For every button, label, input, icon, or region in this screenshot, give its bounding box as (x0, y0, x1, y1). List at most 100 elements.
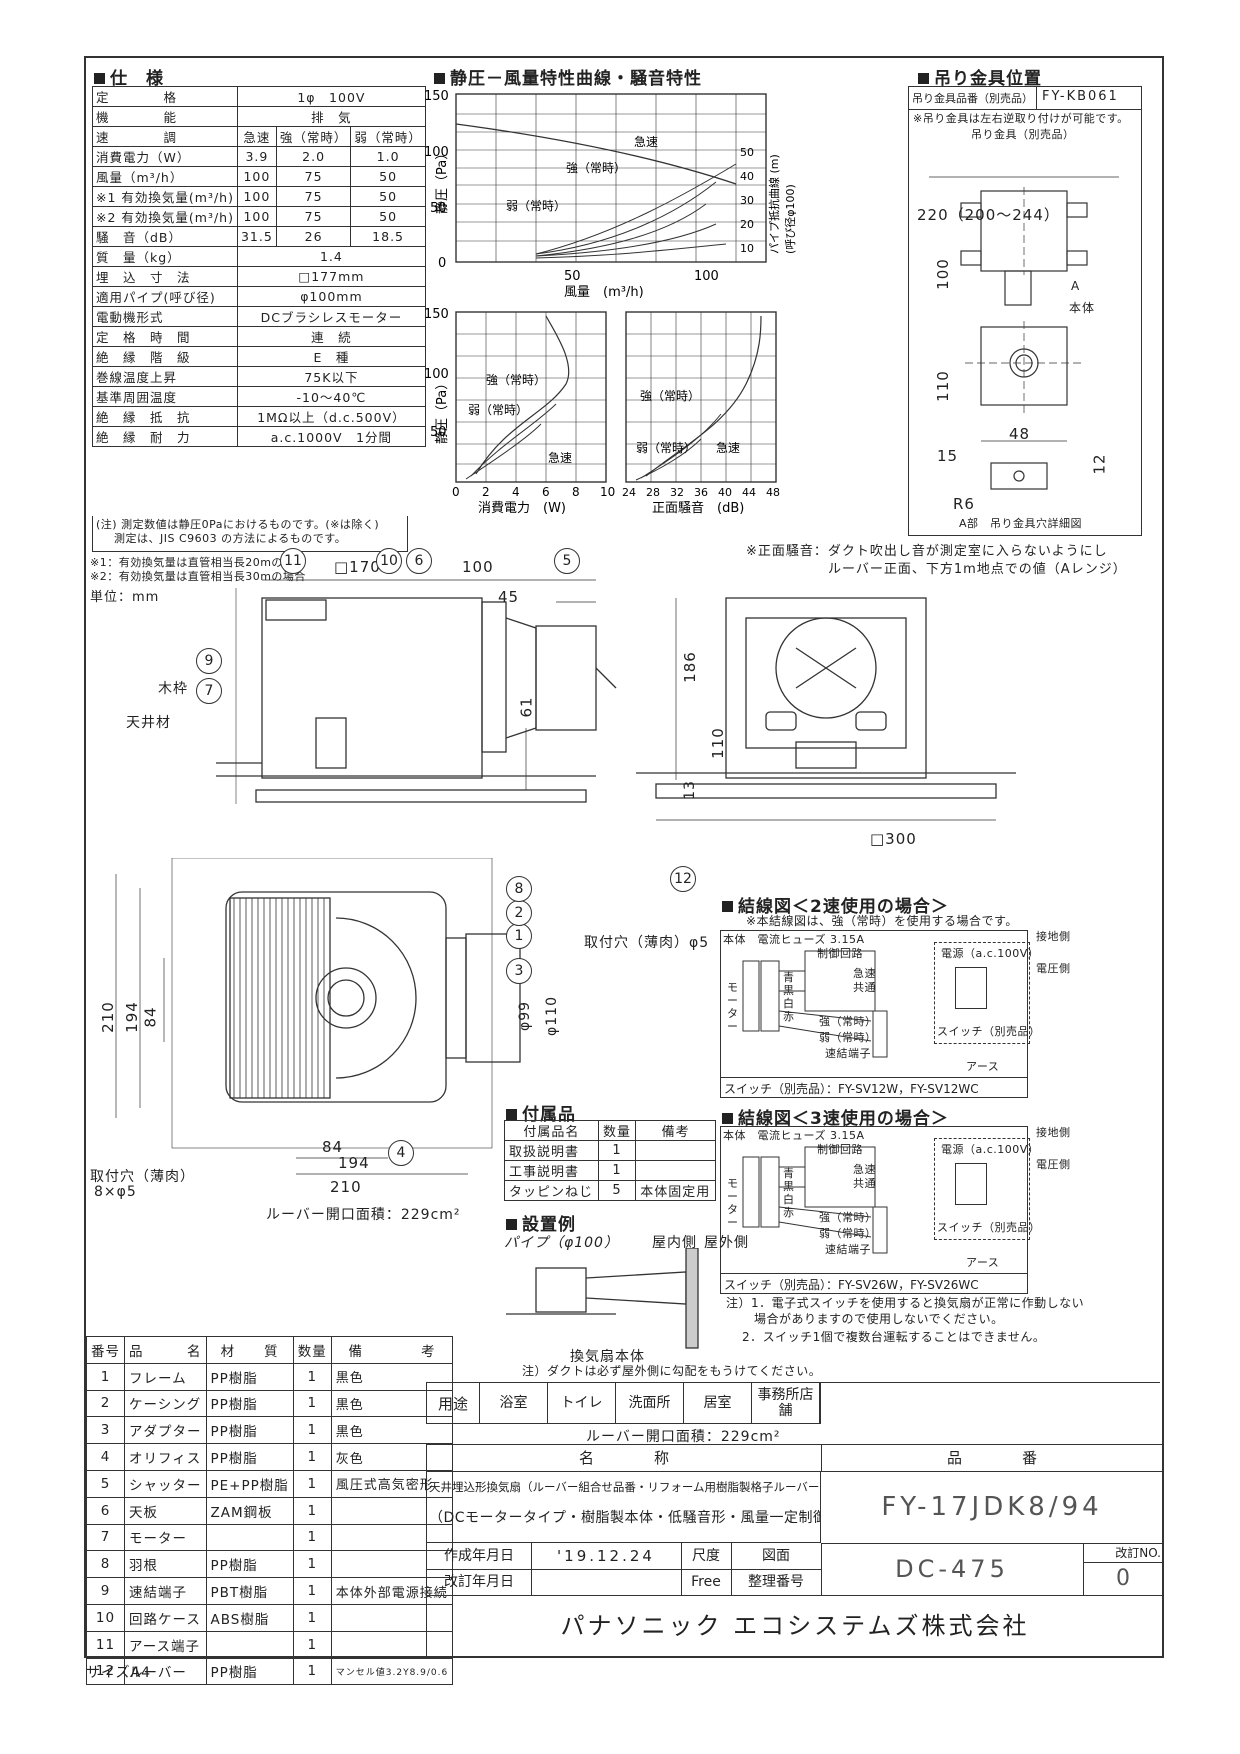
spec-label: 巻線温度上昇 (92, 366, 238, 387)
callout-4: 4 (388, 1140, 414, 1166)
spec-value: □177mm (236, 266, 426, 287)
install-indoor: 屋内側 (652, 1235, 697, 1251)
parts-header: 材 質 (205, 1336, 294, 1364)
parts-header: 数量 (292, 1336, 332, 1364)
parts-cell: 5 (86, 1469, 125, 1498)
w2-switch: スイッチ（別売品） (937, 1025, 1041, 1038)
hanger-note: ※吊り金具は左右逆取り付けが可能です。 (913, 112, 1129, 125)
parts-cell: 12 (86, 1657, 125, 1686)
top-xtick-100: 100 (694, 269, 719, 284)
spec-value: a.c.1000V 1分間 (236, 426, 426, 447)
tb-created-value: '19.12.24 (531, 1543, 682, 1570)
dim-170: □170 (334, 558, 381, 576)
parts-cell: 4 (86, 1443, 125, 1471)
top-ytick-50: 50 (430, 201, 447, 216)
spec-value: 31.5 (236, 226, 277, 247)
w2-switch-icon (955, 967, 987, 1009)
spec-value: 弱（常時） (350, 126, 426, 147)
w2-switch-box: 電源（a.c.100V） スイッチ（別売品） (934, 942, 1040, 1044)
parts-cell: 9 (86, 1577, 125, 1605)
spec-value: 26 (275, 226, 352, 247)
install-title: 設置例 (506, 1210, 576, 1235)
parts-cell: 6 (86, 1496, 125, 1525)
br-xtick-44: 44 (742, 486, 756, 499)
w3-strong: 強（常時） (819, 1211, 877, 1224)
spec-label: ※1 有効換気量(m³/h) (92, 186, 238, 207)
tb-name-cell: 天井埋込形換気扇（ルーバー組合せ品番・リフォーム用樹脂製格子ルーバー（ホワイト）… (427, 1471, 821, 1543)
hanger-model-value: FY-KB061 (1042, 89, 1119, 104)
usage-item: 浴室 (480, 1383, 548, 1423)
spec-value: 18.5 (350, 226, 426, 247)
tb-drawing-label-2: 整理番号 (731, 1569, 822, 1596)
callout-5: 5 (554, 548, 580, 574)
parts-header: 品 名 (124, 1336, 207, 1364)
wiring3-diagram: 本体 電流ヒューズ 3.15A 制御回路 急速 共通 強（常時） 弱（常時） 速… (720, 1126, 1028, 1274)
dim-84-vertical: 84 (141, 1006, 160, 1028)
label-wood-frame: 木枠 (158, 681, 188, 697)
parts-cell: 羽根 (124, 1550, 207, 1579)
w2-motor: モーター (727, 981, 739, 1033)
spec-footnote-1: ※1：有効換気量は直管相当長20mの場合 (90, 556, 306, 569)
install-outdoor: 屋外側 (704, 1235, 749, 1251)
bl-xtick-2: 2 (482, 485, 490, 499)
unit-label: 単位：mm (90, 590, 160, 605)
acc-header: 備考 (635, 1120, 716, 1141)
dim-45: 45 (498, 588, 520, 606)
w2-voltage-side: 電圧側 (1036, 962, 1071, 975)
spec-row: 埋 込 寸 法□177mm (92, 266, 426, 287)
top-rtick-10: 10 (740, 242, 754, 255)
spec-value: -10〜40℃ (236, 386, 426, 407)
br-xlabel: 正面騒音 (dB) (652, 500, 744, 516)
spec-value: 排 気 (236, 106, 426, 127)
tb-revised-value (531, 1569, 682, 1596)
parts-cell: 1 (292, 1550, 332, 1579)
parts-cell: PP樹脂 (205, 1362, 294, 1391)
tb-scale-label: 尺度 (681, 1543, 732, 1570)
parts-cell: 黒色 (330, 1389, 454, 1418)
parts-cell: アース端子 (124, 1630, 207, 1659)
parts-cell: 10 (86, 1603, 125, 1632)
w3-power: 電源（a.c.100V） (941, 1143, 1040, 1156)
spec-value: 3.9 (236, 146, 277, 167)
parts-cell: 灰色 (330, 1443, 454, 1471)
spec-value: 2.0 (275, 146, 352, 167)
parts-cell: PP樹脂 (205, 1657, 294, 1686)
w3-control: 制御回路 (817, 1143, 863, 1156)
acc-cell: 5 (597, 1180, 637, 1201)
parts-cell: 風圧式高気密形 (330, 1469, 454, 1498)
callout-9: 9 (196, 648, 222, 674)
w3-common: 共通 (853, 1177, 876, 1190)
top-rtick-20: 20 (740, 218, 754, 231)
callout-2: 2 (506, 900, 532, 926)
w2-terminal: 速結端子 (825, 1047, 871, 1060)
br-label-quick: 急速 (716, 440, 740, 455)
tb-drawing-label: 図面 (731, 1543, 822, 1570)
parts-cell: 8 (86, 1550, 125, 1579)
spec-title: 仕 様 (94, 64, 164, 89)
bl-xtick-4: 4 (512, 485, 520, 499)
parts-cell: 回路ケース (124, 1603, 207, 1632)
parts-cell: 1 (292, 1630, 332, 1659)
dim-210-vertical: 210 (98, 1001, 117, 1033)
br-label-strong: 強（常時） (640, 389, 700, 403)
hanger-model-label: 吊り金具品番（別売品） (909, 87, 1037, 109)
spec-value: 1.0 (350, 146, 426, 167)
spec-value: 1.4 (236, 246, 426, 267)
wiring2-title: 結線図＜2速使用の場合＞ (722, 892, 949, 917)
spec-value: 1φ 100V (236, 86, 426, 107)
usage-item: 事務所店舗 (752, 1383, 820, 1423)
